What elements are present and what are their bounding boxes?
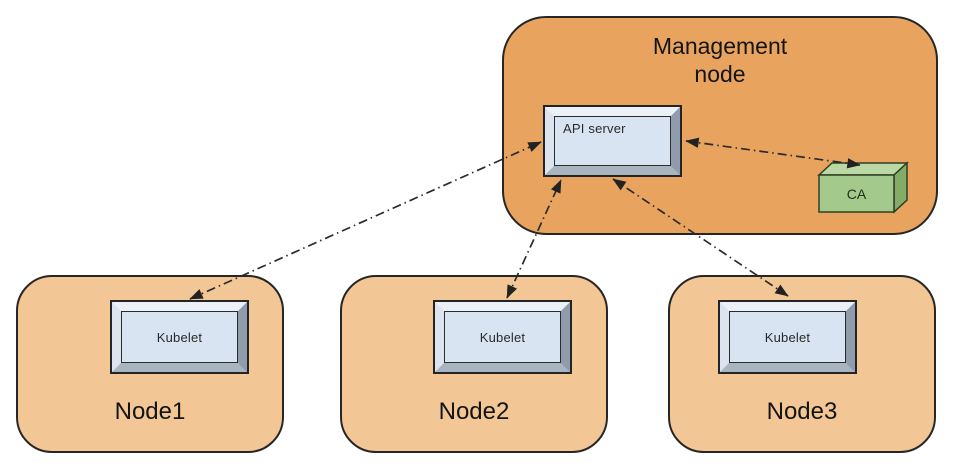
node1-kubelet-box: Kubelet xyxy=(110,300,249,374)
node3-label: Node3 xyxy=(766,398,838,425)
node3-kubelet-box: Kubelet xyxy=(718,300,857,374)
node1-kubelet-label: Kubelet xyxy=(156,329,203,345)
node1-label: Node1 xyxy=(114,398,186,425)
api-server-label: API server xyxy=(563,121,626,136)
node2-kubelet-box: Kubelet xyxy=(433,300,572,374)
node3-kubelet-label: Kubelet xyxy=(764,329,811,345)
api-server-box: API server xyxy=(543,105,682,177)
node2-label: Node2 xyxy=(438,398,510,425)
management-node-title-text: Management node xyxy=(652,33,788,87)
node2-kubelet-label: Kubelet xyxy=(479,329,526,345)
ca-label: CA xyxy=(846,185,867,202)
management-node-title: Management node xyxy=(502,32,938,88)
